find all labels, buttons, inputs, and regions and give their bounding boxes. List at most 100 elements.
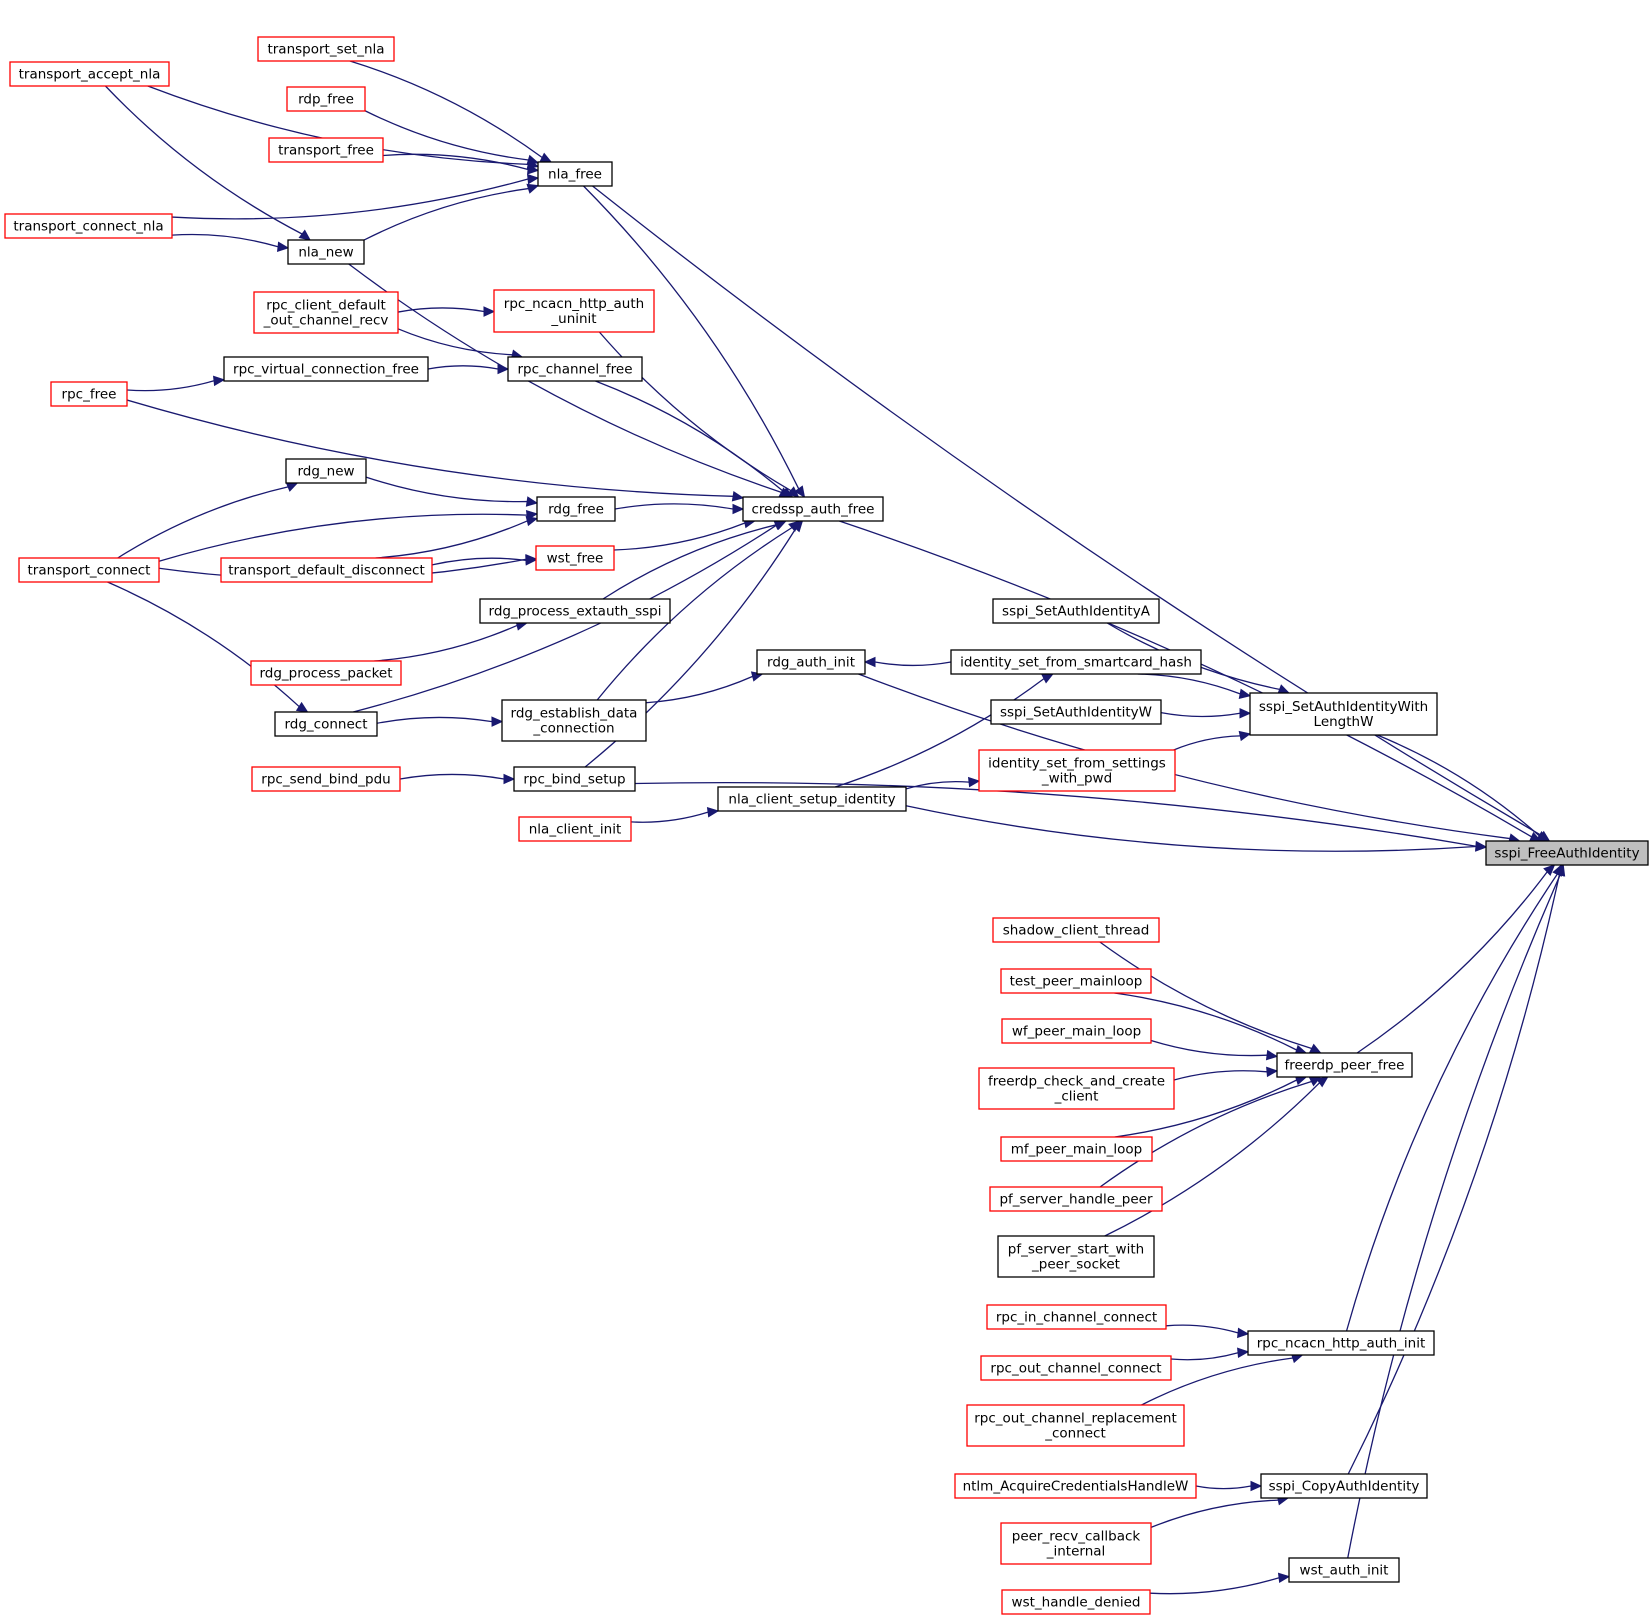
edge-transport_set_nla-to-nla_free [349, 60, 543, 159]
node-peer_recv_callback_internal[interactable]: peer_recv_callback_internal [1000, 1522, 1152, 1565]
node-pf_server_start_with_peer_socket[interactable]: pf_server_start_with_peer_socket [997, 1235, 1155, 1278]
node-rdg_free[interactable]: rdg_free [536, 496, 616, 522]
node-rdg_auth_init[interactable]: rdg_auth_init [756, 649, 866, 675]
node-sspi_SetAuthIdentityA[interactable]: sspi_SetAuthIdentityA [992, 598, 1160, 624]
node-label: rdg_process_packet [259, 666, 392, 682]
node-nla_free[interactable]: nla_free [537, 161, 613, 187]
node-mf_peer_main_loop[interactable]: mf_peer_main_loop [1000, 1136, 1153, 1162]
node-label: sspi_SetAuthIdentityA [1002, 604, 1151, 620]
edge-pf_server_handle_peer-to-freerdp_peer_free [1099, 1080, 1312, 1188]
node-credssp_auth_free[interactable]: credssp_auth_free [742, 496, 884, 522]
edge-freerdp_peer_free-to-sspi_FreeAuthIdentity [1356, 871, 1548, 1054]
node-rpc_out_channel_connect[interactable]: rpc_out_channel_connect [980, 1355, 1172, 1381]
node-box [978, 1067, 1175, 1110]
edge-rpc_send_bind_pdu-to-rpc_bind_setup [399, 773, 505, 780]
node-label: mf_peer_main_loop [1011, 1142, 1142, 1158]
node-rdg_connect[interactable]: rdg_connect [274, 711, 378, 737]
node-rpc_in_channel_connect[interactable]: rpc_in_channel_connect [986, 1304, 1167, 1330]
node-rpc_virtual_connection_free[interactable]: rpc_virtual_connection_free [223, 356, 429, 382]
node-sspi_CopyAuthIdentity[interactable]: sspi_CopyAuthIdentity [1260, 1473, 1428, 1499]
node-label: rdg_new [297, 464, 354, 480]
node-identity_set_from_smartcard_hash[interactable]: identity_set_from_smartcard_hash [950, 649, 1202, 675]
node-box [536, 496, 616, 522]
node-transport_connect_nla[interactable]: transport_connect_nla [4, 213, 173, 239]
node-transport_default_disconnect[interactable]: transport_default_disconnect [220, 557, 433, 583]
node-rpc_out_channel_replacement_connect[interactable]: rpc_out_channel_replacement_connect [966, 1404, 1185, 1447]
edge-rpc_channel_free-to-credssp_auth_free [595, 380, 785, 493]
edge-ntlm_AcquireCredentialsHandleW-to-sspi_CopyAuthIdentity [1195, 1485, 1252, 1490]
node-label: sspi_FreeAuthIdentity [1494, 846, 1639, 862]
node-rpc_ncacn_http_auth_init[interactable]: rpc_ncacn_http_auth_init [1247, 1330, 1435, 1356]
node-box [1000, 1136, 1153, 1162]
edge-shadow_client_thread-to-freerdp_peer_free [1099, 941, 1312, 1050]
node-transport_set_nla[interactable]: transport_set_nla [257, 36, 395, 62]
node-box [286, 86, 366, 112]
edge-sspi_SetAuthIdentityWithLengthW-to-sspi_FreeAuthIdentity [1377, 734, 1540, 837]
node-wf_peer_main_loop[interactable]: wf_peer_main_loop [1001, 1018, 1152, 1044]
edge-rpc_virtual_connection_free-to-rpc_channel_free [427, 365, 499, 370]
node-label: credssp_auth_free [752, 502, 875, 518]
node-rpc_client_default_out_channel_recv[interactable]: rpc_client_default_out_channel_recv [253, 291, 399, 334]
node-shadow_client_thread[interactable]: shadow_client_thread [992, 917, 1160, 943]
arrowhead-sspi_SetAuthIdentityWithLengthW [1238, 688, 1252, 699]
node-label: _client [1054, 1089, 1099, 1105]
arrowhead-credssp_auth_free [794, 485, 806, 498]
node-label: shadow_client_thread [1003, 923, 1150, 939]
node-wst_auth_init[interactable]: wst_auth_init [1288, 1557, 1400, 1583]
node-box [285, 458, 367, 484]
node-identity_set_from_settings_with_pwd[interactable]: identity_set_from_settings_with_pwd [978, 749, 1176, 792]
arrowhead-sspi_SetAuthIdentityWithLengthW [1239, 707, 1252, 719]
node-rdg_new[interactable]: rdg_new [285, 458, 367, 484]
node-rdg_process_packet[interactable]: rdg_process_packet [250, 660, 402, 686]
node-box [1001, 1018, 1152, 1044]
node-box [992, 598, 1160, 624]
node-nla_client_setup_identity[interactable]: nla_client_setup_identity [717, 786, 907, 812]
node-nla_new[interactable]: nla_new [287, 239, 365, 265]
node-rdp_free[interactable]: rdp_free [286, 86, 366, 112]
edge-transport_connect_nla-to-nla_new [171, 233, 279, 248]
arrowhead-rpc_virtual_connection_free [213, 375, 226, 387]
node-transport_free[interactable]: transport_free [268, 137, 384, 163]
edge-pf_server_start_with_peer_socket-to-freerdp_peer_free [1104, 1082, 1320, 1237]
node-transport_accept_nla[interactable]: transport_accept_nla [9, 61, 170, 87]
node-transport_connect[interactable]: transport_connect [18, 557, 160, 583]
node-pf_server_handle_peer[interactable]: pf_server_handle_peer [989, 1186, 1163, 1212]
node-rpc_channel_free[interactable]: rpc_channel_free [507, 356, 643, 382]
edge-test_peer_mainloop-to-freerdp_peer_free [1114, 992, 1297, 1051]
node-wst_handle_denied[interactable]: wst_handle_denied [1001, 1589, 1151, 1615]
node-box [1485, 840, 1649, 866]
edge-rpc_client_default_out_channel_recv-to-rpc_ncacn_http_auth_uninit [397, 307, 485, 313]
edge-rdg_auth_init-to-sspi_FreeAuthIdentity [858, 673, 1510, 840]
edge-rdg_process_packet-to-rdg_process_extauth_sspi [374, 624, 518, 662]
node-nla_client_init[interactable]: nla_client_init [518, 816, 632, 842]
node-box [507, 356, 643, 382]
node-rpc_bind_setup[interactable]: rpc_bind_setup [513, 766, 636, 792]
edge-rdg_establish_data_connection-to-rdg_auth_init [645, 675, 753, 704]
node-rpc_send_bind_pdu[interactable]: rpc_send_bind_pdu [251, 766, 401, 792]
edge-rpc_in_channel_connect-to-rpc_ncacn_http_auth_init [1165, 1324, 1239, 1334]
node-label: nla_new [298, 245, 353, 261]
edge-rpc_free-to-rpc_virtual_connection_free [126, 380, 215, 392]
node-wst_free[interactable]: wst_free [535, 545, 615, 571]
node-rdg_establish_data_connection[interactable]: rdg_establish_data_connection [501, 699, 647, 742]
node-label: rdg_auth_init [767, 655, 855, 671]
edge-rdg_establish_data_connection-to-credssp_auth_free [596, 527, 793, 701]
node-rpc_ncacn_http_auth_uninit[interactable]: rpc_ncacn_http_auth_uninit [493, 289, 655, 333]
node-freerdp_peer_free[interactable]: freerdp_peer_free [1276, 1052, 1413, 1078]
node-sspi_FreeAuthIdentity[interactable]: sspi_FreeAuthIdentity [1485, 840, 1649, 866]
node-label: wst_auth_init [1300, 1563, 1389, 1579]
node-label: nla_free [548, 167, 602, 183]
node-rdg_process_extauth_sspi[interactable]: rdg_process_extauth_sspi [479, 598, 671, 624]
node-box [756, 649, 866, 675]
node-freerdp_check_and_create_client[interactable]: freerdp_check_and_create_client [978, 1067, 1175, 1110]
node-box [537, 161, 613, 187]
arrowhead-wst_auth_init [1277, 1572, 1291, 1584]
node-ntlm_AcquireCredentialsHandleW[interactable]: ntlm_AcquireCredentialsHandleW [954, 1473, 1197, 1499]
node-sspi_SetAuthIdentityW[interactable]: sspi_SetAuthIdentityW [990, 699, 1162, 725]
node-test_peer_mainloop[interactable]: test_peer_mainloop [1000, 968, 1152, 994]
edge-sspi_SetAuthIdentityW-to-sspi_SetAuthIdentityWithLengthW [1160, 711, 1241, 718]
node-label: peer_recv_callback [1012, 1529, 1141, 1545]
arrowhead-credssp_auth_free [774, 520, 787, 531]
node-rpc_free[interactable]: rpc_free [50, 381, 128, 407]
